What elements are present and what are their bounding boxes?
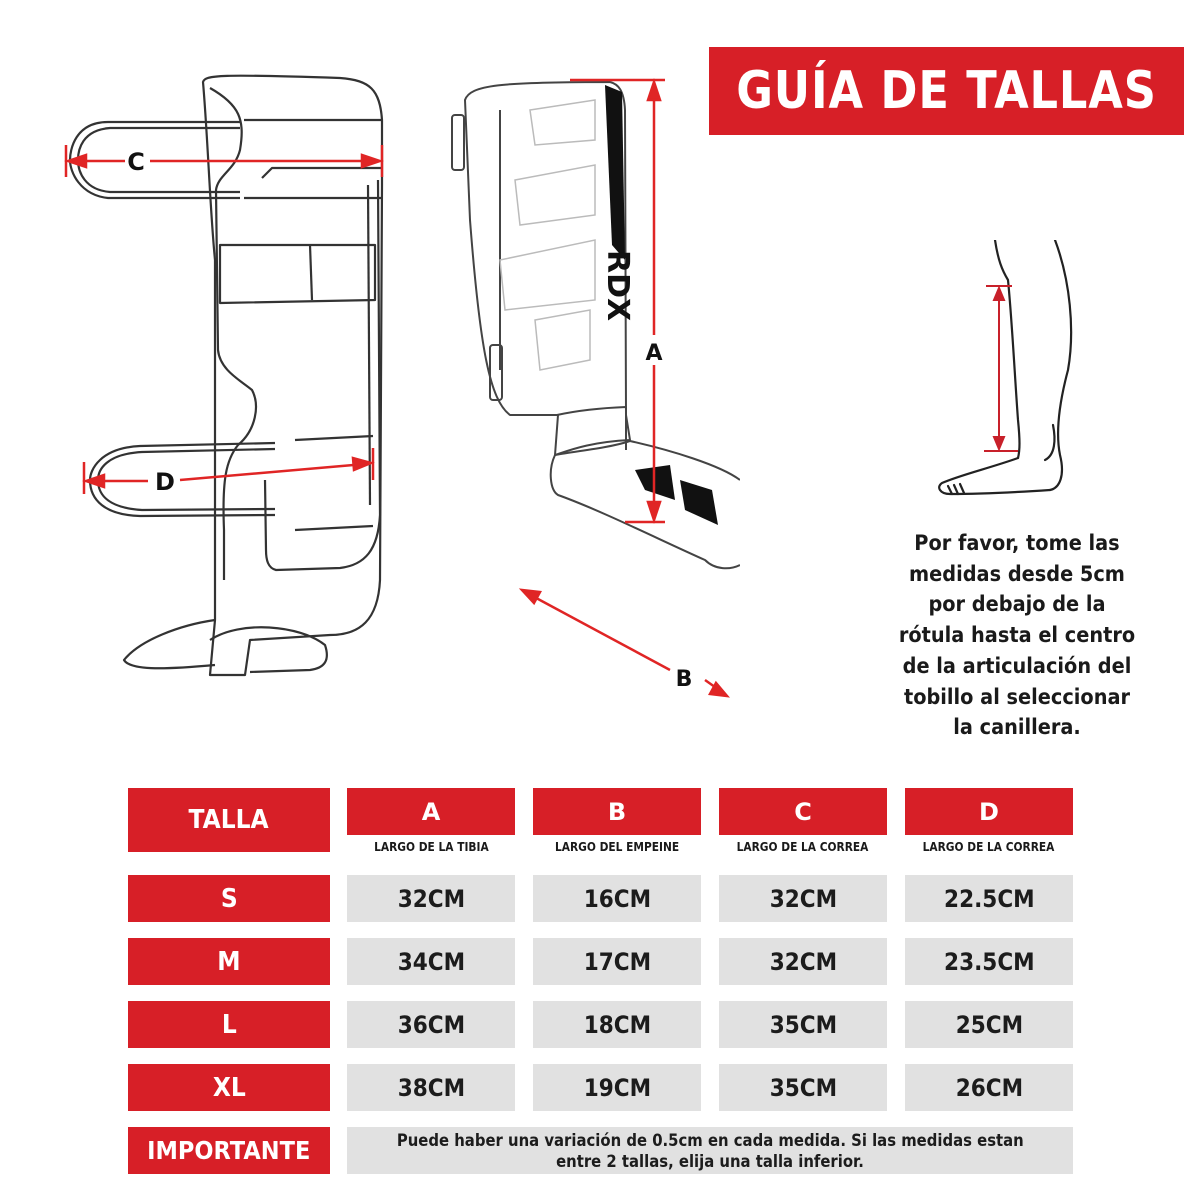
size-label-xl: XL [128, 1064, 330, 1111]
header-desc-a: LARGO DE LA TIBIA [373, 839, 489, 854]
shin-guard-back-illustration: C D [64, 74, 384, 677]
table-cell: 23.5CM [905, 938, 1073, 985]
header-talla: TALLA [128, 788, 330, 852]
table-cell: 19CM [533, 1064, 701, 1111]
label-c: C [127, 148, 145, 176]
label-d: D [155, 468, 175, 496]
table-cell: 32CM [719, 938, 887, 985]
size-label-l: L [128, 1001, 330, 1048]
measurement-instructions: Por favor, tome las medidas desde 5cm po… [872, 528, 1162, 743]
instruction-line: rótula hasta el centro [898, 623, 1136, 648]
table-cell: 26CM [905, 1064, 1073, 1111]
label-b: B [676, 667, 693, 692]
important-note-line: entre 2 tallas, elija una talla inferior… [556, 1151, 864, 1171]
table-cell: 18CM [533, 1001, 701, 1048]
instruction-line: por debajo de la [928, 592, 1106, 617]
header-desc-b: LARGO DEL EMPEINE [554, 839, 680, 854]
important-note: Puede haber una variación de 0.5cm en ca… [347, 1127, 1073, 1174]
size-label-s: S [128, 875, 330, 922]
page-title: GUÍA DE TALLAS [736, 61, 1157, 121]
instruction-line: tobillo al seleccionar [903, 684, 1131, 709]
header-desc-d: LARGO DE LA CORREA [923, 839, 1055, 854]
important-label: IMPORTANTE [128, 1127, 330, 1174]
header-col-d: D [905, 788, 1073, 835]
header-desc-c: LARGO DE LA CORREA [737, 839, 869, 854]
instruction-line: la canillera. [953, 715, 1081, 740]
table-cell: 38CM [347, 1064, 515, 1111]
table-cell: 25CM [905, 1001, 1073, 1048]
table-cell: 35CM [719, 1001, 887, 1048]
table-cell: 34CM [347, 938, 515, 985]
table-cell: 35CM [719, 1064, 887, 1111]
header-col-b: B [533, 788, 701, 835]
table-cell: 16CM [533, 875, 701, 922]
table-cell: 36CM [347, 1001, 515, 1048]
size-label-m: M [128, 938, 330, 985]
header-col-c: C [719, 788, 887, 835]
table-cell: 32CM [719, 875, 887, 922]
brand-rdx: RDX [600, 250, 635, 321]
instruction-line: Por favor, tome las [914, 531, 1120, 555]
instruction-line: de la articulación del [902, 653, 1132, 678]
label-a: A [645, 341, 662, 366]
table-cell: 32CM [347, 875, 515, 922]
important-note-line: Puede haber una variación de 0.5cm en ca… [396, 1130, 1024, 1150]
shin-guard-side-illustration: RDX A B [451, 78, 740, 698]
table-cell: 17CM [533, 938, 701, 985]
instruction-line: medidas desde 5cm [909, 561, 1125, 586]
header-col-a: A [347, 788, 515, 835]
title-banner: GUÍA DE TALLAS [709, 47, 1184, 135]
table-cell: 22.5CM [905, 875, 1073, 922]
leg-measurement-illustration [938, 240, 1073, 496]
